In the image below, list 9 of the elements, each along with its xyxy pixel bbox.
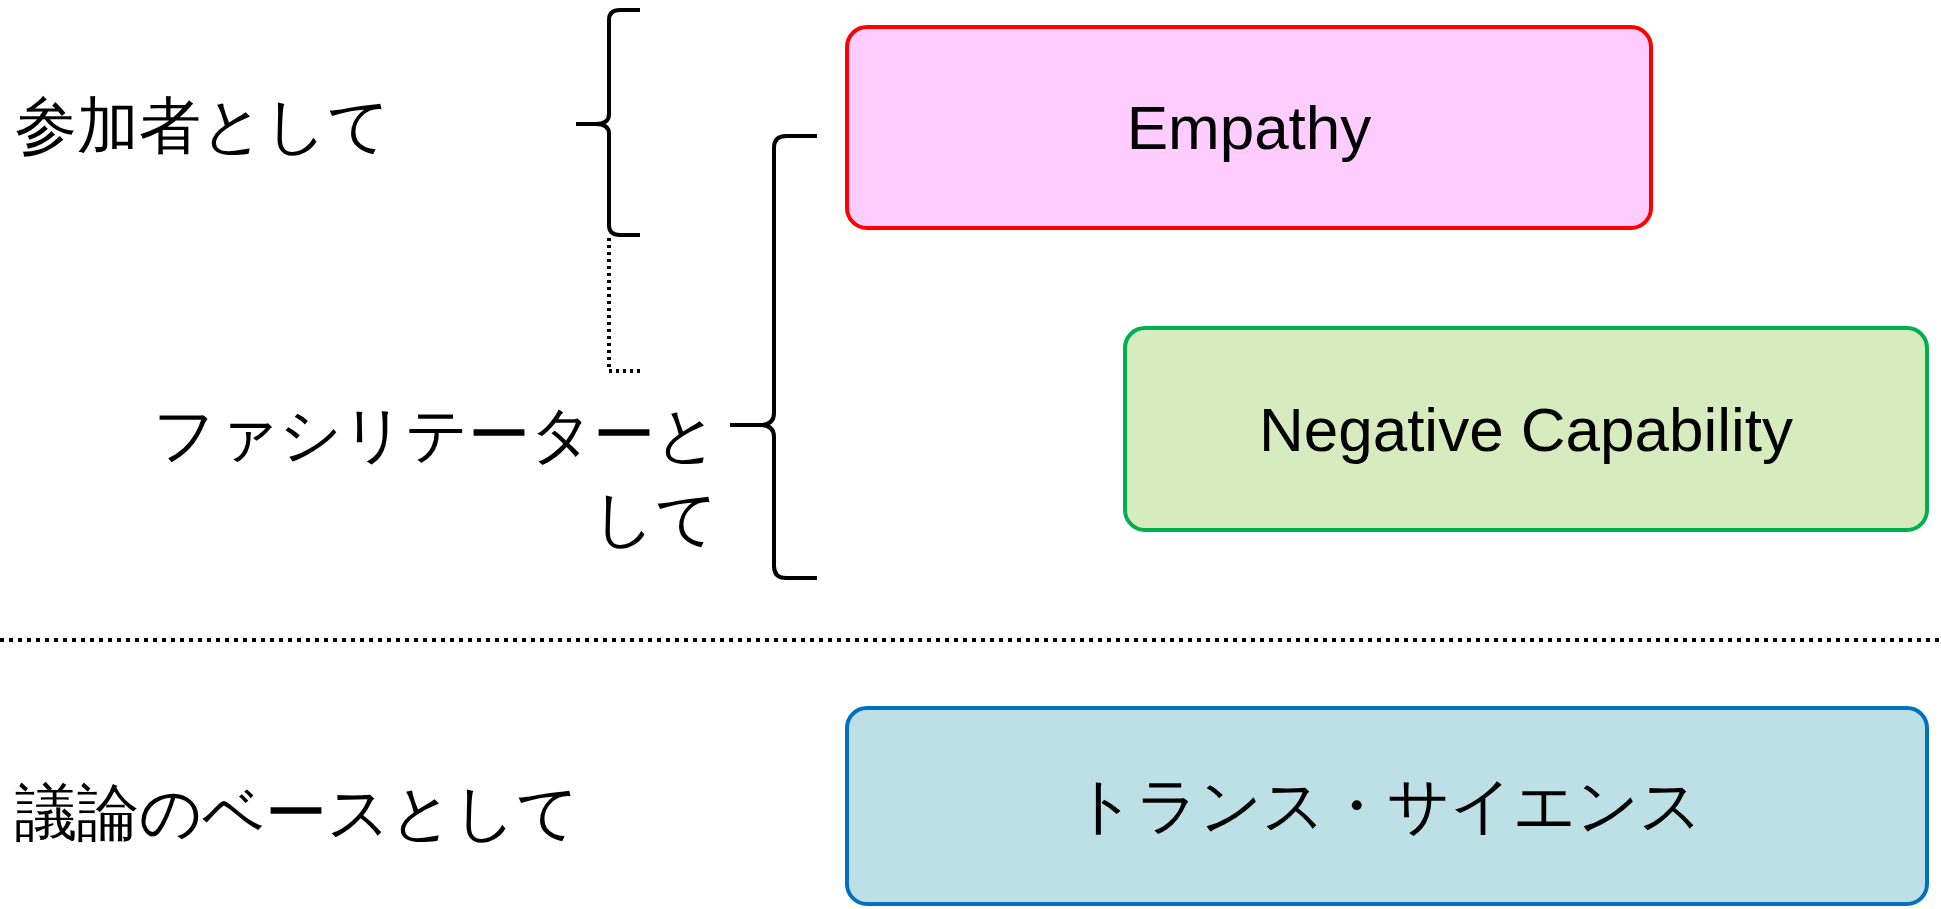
side-label: 議論のベースとして [15, 775, 580, 851]
box-label: Empathy [1126, 92, 1372, 163]
side-label: ファシリテーターとして [152, 397, 718, 557]
side-label: 参加者として [15, 88, 391, 164]
rounded-box [845, 706, 1929, 906]
box-label: Negative Capability [1258, 393, 1794, 465]
rounded-box [845, 25, 1653, 230]
box-label: トランス・サイエンス [1072, 770, 1702, 842]
rounded-box [1123, 326, 1929, 532]
